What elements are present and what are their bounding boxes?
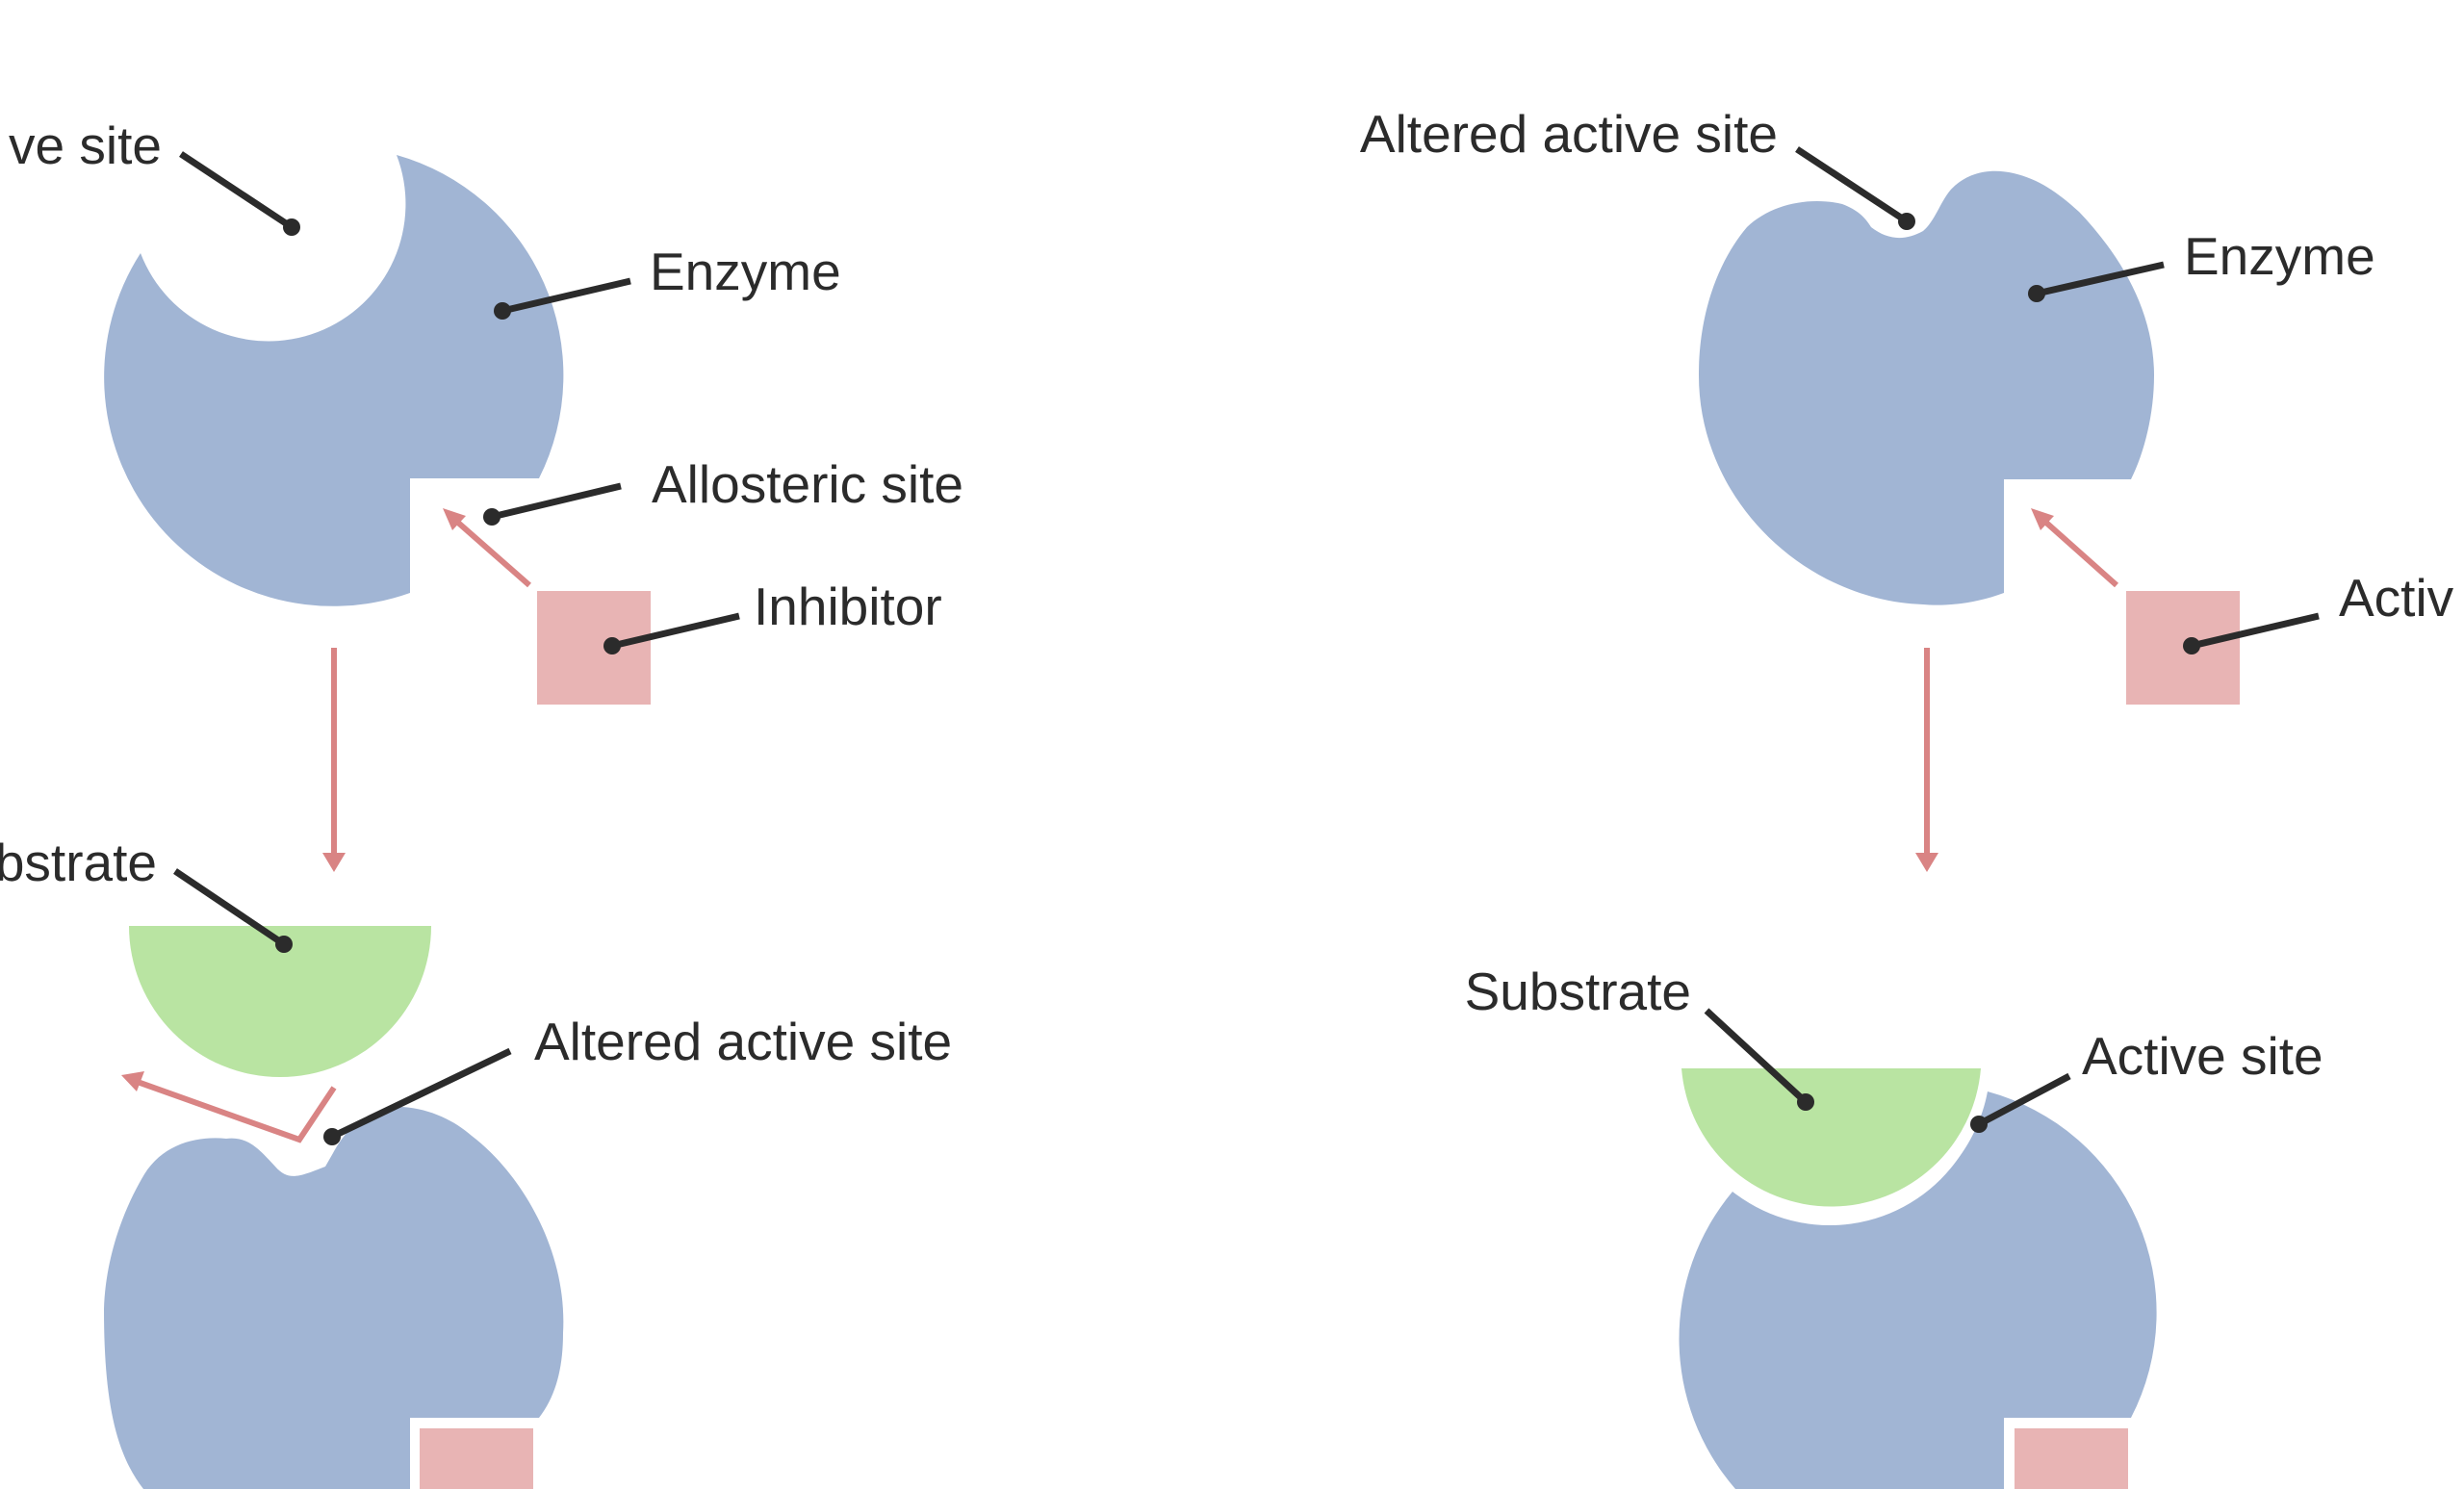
leader-dot-altered-active-site-left [323,1128,341,1145]
enzyme-left-bottom [104,1107,564,1489]
leader-dot-allosteric-site [483,508,500,526]
label-activator: Activ [2339,568,2454,628]
binding-arrowhead-right-top [2031,508,2054,530]
label-substrate-right: Substrate [1465,962,1691,1021]
transition-arrowhead-left [322,853,346,872]
label-substrate-left: bstrate [0,833,157,892]
leader-altered-active-site-left [330,1047,512,1141]
leader-active-site [179,151,294,230]
leader-activator [2191,612,2320,650]
enzyme-right-top [1699,170,2154,605]
binding-arrow-left-top [456,520,531,588]
leader-substrate-left [173,868,286,947]
label-enzyme-left: Enzyme [650,242,841,301]
label-active-site-right: Active site [2082,1026,2323,1086]
label-enzyme-right: Enzyme [2184,226,2375,286]
leader-enzyme-left [501,277,631,315]
label-allosteric-site: Allosteric site [652,454,963,514]
leader-dot-inhibitor [603,637,621,655]
leader-dot-activator [2183,637,2200,655]
leader-altered-active-site-right [1795,146,1909,224]
activator-block [2126,591,2240,705]
leader-dot-substrate-left [275,936,293,953]
rejection-arrow [133,1078,337,1143]
leader-dot-substrate-right [1797,1093,1814,1111]
leader-dot-altered-active-site-right [1898,213,1915,230]
activator-bound-right [2015,1428,2128,1489]
inhibitor-block [537,591,651,705]
substrate-left [129,926,431,1077]
label-inhibitor: Inhibitor [754,577,942,636]
leader-dot-active-site-right [1970,1116,1988,1133]
label-altered-active-site-left: Altered active site [534,1012,952,1071]
leader-dot-enzyme-right [2028,285,2045,302]
leader-substrate-right [1704,1008,1809,1105]
binding-arrow-right-top [2044,520,2118,588]
leader-allosteric-site [491,482,622,521]
inhibitor-bound-left [420,1428,533,1489]
leader-dot-active-site [283,218,300,236]
rejection-arrowhead [121,1071,144,1091]
leader-enzyme-right [2036,261,2165,297]
binding-arrowhead-left-top [443,508,466,530]
substrate-right [1681,1068,1981,1207]
leader-inhibitor [611,612,740,650]
enzyme-right-bottom [1679,1091,2157,1489]
leader-active-site-right [1977,1072,2071,1128]
leader-dot-enzyme-left [494,302,511,320]
label-altered-active-site-right: Altered active site [1360,104,1778,164]
label-active-site: ve site [9,116,162,175]
enzyme-left-top [104,155,564,606]
transition-arrowhead-right [1915,853,1938,872]
